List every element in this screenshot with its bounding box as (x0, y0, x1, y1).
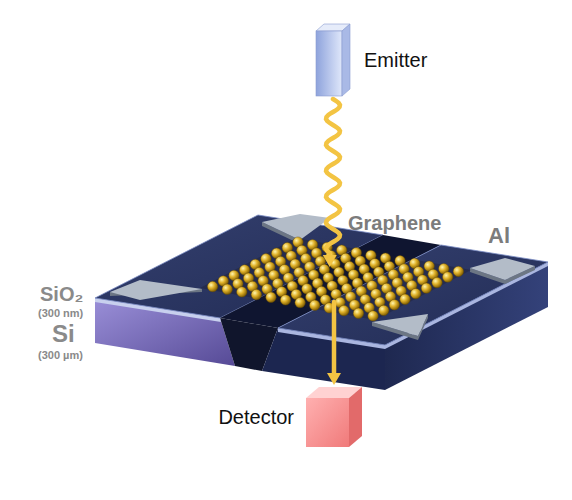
carbon-atom (353, 308, 363, 318)
chip-top (278, 245, 548, 345)
prism-front (316, 31, 342, 96)
al-pad-edge (372, 314, 428, 340)
emitter-block: Emitter (316, 24, 350, 96)
carbon-atom (389, 300, 399, 310)
carbon-atom (295, 297, 305, 307)
beam-path (326, 99, 340, 374)
carbon-atom (411, 288, 421, 298)
prism-side (342, 24, 350, 96)
detector-block: Detector (306, 387, 362, 447)
light-beam (323, 99, 341, 385)
dimension: (300 nm) (38, 307, 83, 319)
layer-name: SiO₂ (40, 283, 83, 305)
carbon-atom (368, 311, 378, 321)
part-name: Graphene (348, 212, 441, 234)
cube-front (306, 398, 349, 447)
al-pad (372, 314, 428, 336)
al-pad (110, 280, 202, 300)
carbon-atom (280, 295, 290, 305)
carbon-atom (207, 281, 217, 291)
carbon-atom (237, 287, 247, 297)
device-label: Emitter (364, 49, 427, 71)
arrow-head (323, 255, 337, 267)
carbon-atom (251, 289, 261, 299)
cube-side (349, 387, 362, 447)
carbon-atom (339, 305, 349, 315)
al-pad (470, 258, 535, 280)
carbon-atom (443, 272, 453, 282)
carbon-atom (222, 284, 232, 294)
device-label: Detector (218, 406, 294, 428)
carbon-atom (379, 305, 389, 315)
emitter-prism (316, 24, 350, 96)
part-name: Al (488, 224, 510, 248)
carbon-atom (310, 300, 320, 310)
carbon-atom (400, 294, 410, 304)
carbon-atom (266, 292, 276, 302)
carbon-atom (453, 266, 463, 276)
dimension: (300 µm) (38, 349, 83, 361)
arrow-head (327, 373, 341, 385)
carbon-atom (432, 277, 442, 287)
carbon-atom (421, 283, 431, 293)
al-pad (262, 214, 330, 240)
detector-cube (306, 387, 362, 447)
layer-name: Si (52, 321, 75, 347)
